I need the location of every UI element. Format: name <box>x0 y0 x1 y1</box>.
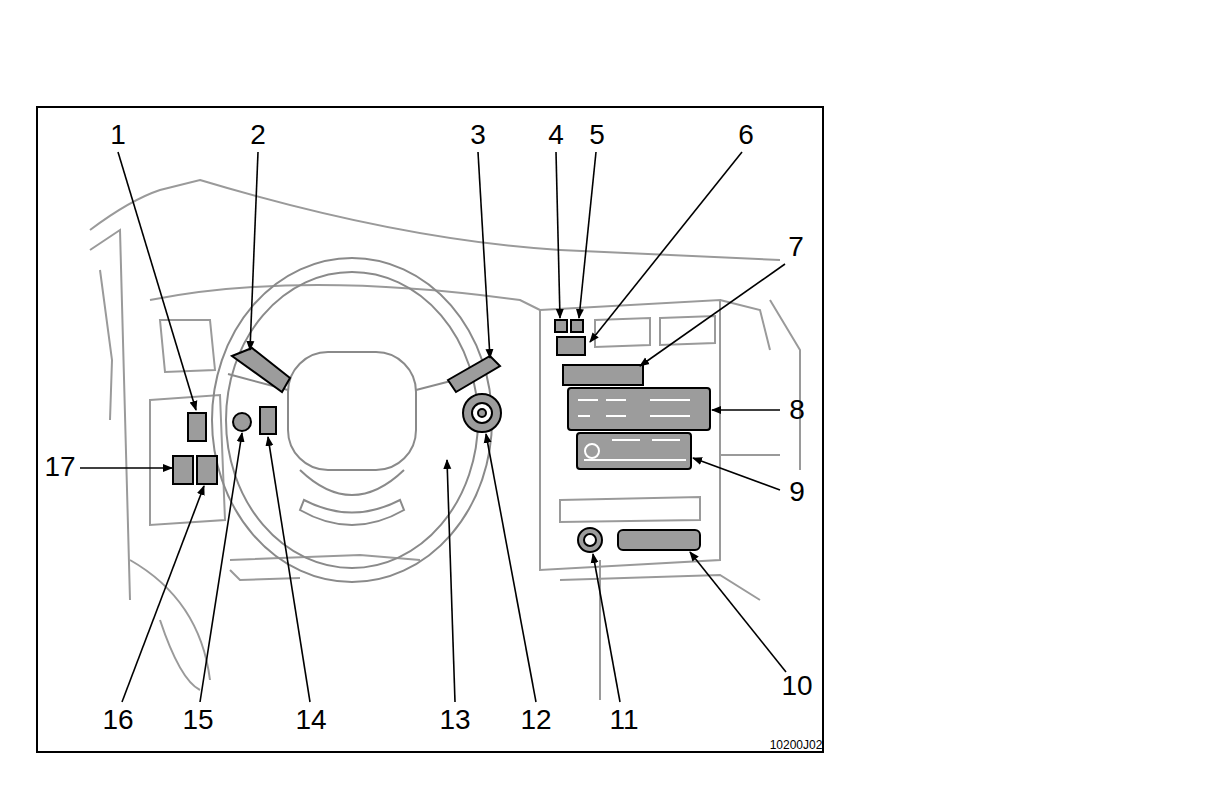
ashtray <box>618 530 700 550</box>
audio-panel <box>577 433 691 469</box>
heater-panel <box>568 388 710 430</box>
switch <box>260 407 276 434</box>
knob <box>233 413 251 431</box>
callout-number: 7 <box>788 233 804 261</box>
callout-number: 5 <box>589 121 605 149</box>
callout-number: 11 <box>609 706 638 734</box>
switch <box>173 456 193 484</box>
callout-number: 8 <box>789 396 805 424</box>
callout-number: 9 <box>789 478 805 506</box>
lighter <box>578 528 602 552</box>
switch <box>555 320 567 332</box>
switch <box>188 413 206 441</box>
right-stalk <box>448 356 500 392</box>
callout-number: 13 <box>439 706 470 734</box>
callout-number: 3 <box>470 121 486 149</box>
callout-number: 15 <box>182 706 213 734</box>
frame <box>37 107 823 752</box>
callout-number: 17 <box>44 453 75 481</box>
figure-code: 10200J02 <box>770 739 823 751</box>
left-stalk <box>232 348 290 392</box>
leader-lines <box>80 152 786 702</box>
callout-number: 16 <box>102 706 133 734</box>
clock <box>563 365 643 385</box>
switch <box>557 337 585 355</box>
callout-number: 2 <box>250 121 266 149</box>
callout-number: 12 <box>520 706 551 734</box>
callout-number: 4 <box>548 121 564 149</box>
dashboard-outline <box>90 180 800 700</box>
switch <box>571 320 583 332</box>
controls <box>173 320 710 552</box>
callout-number: 1 <box>110 121 126 149</box>
callout-number: 14 <box>295 706 326 734</box>
switch <box>197 456 217 484</box>
ignition <box>463 394 501 432</box>
callout-number: 10 <box>781 672 812 700</box>
callout-number: 6 <box>738 121 754 149</box>
